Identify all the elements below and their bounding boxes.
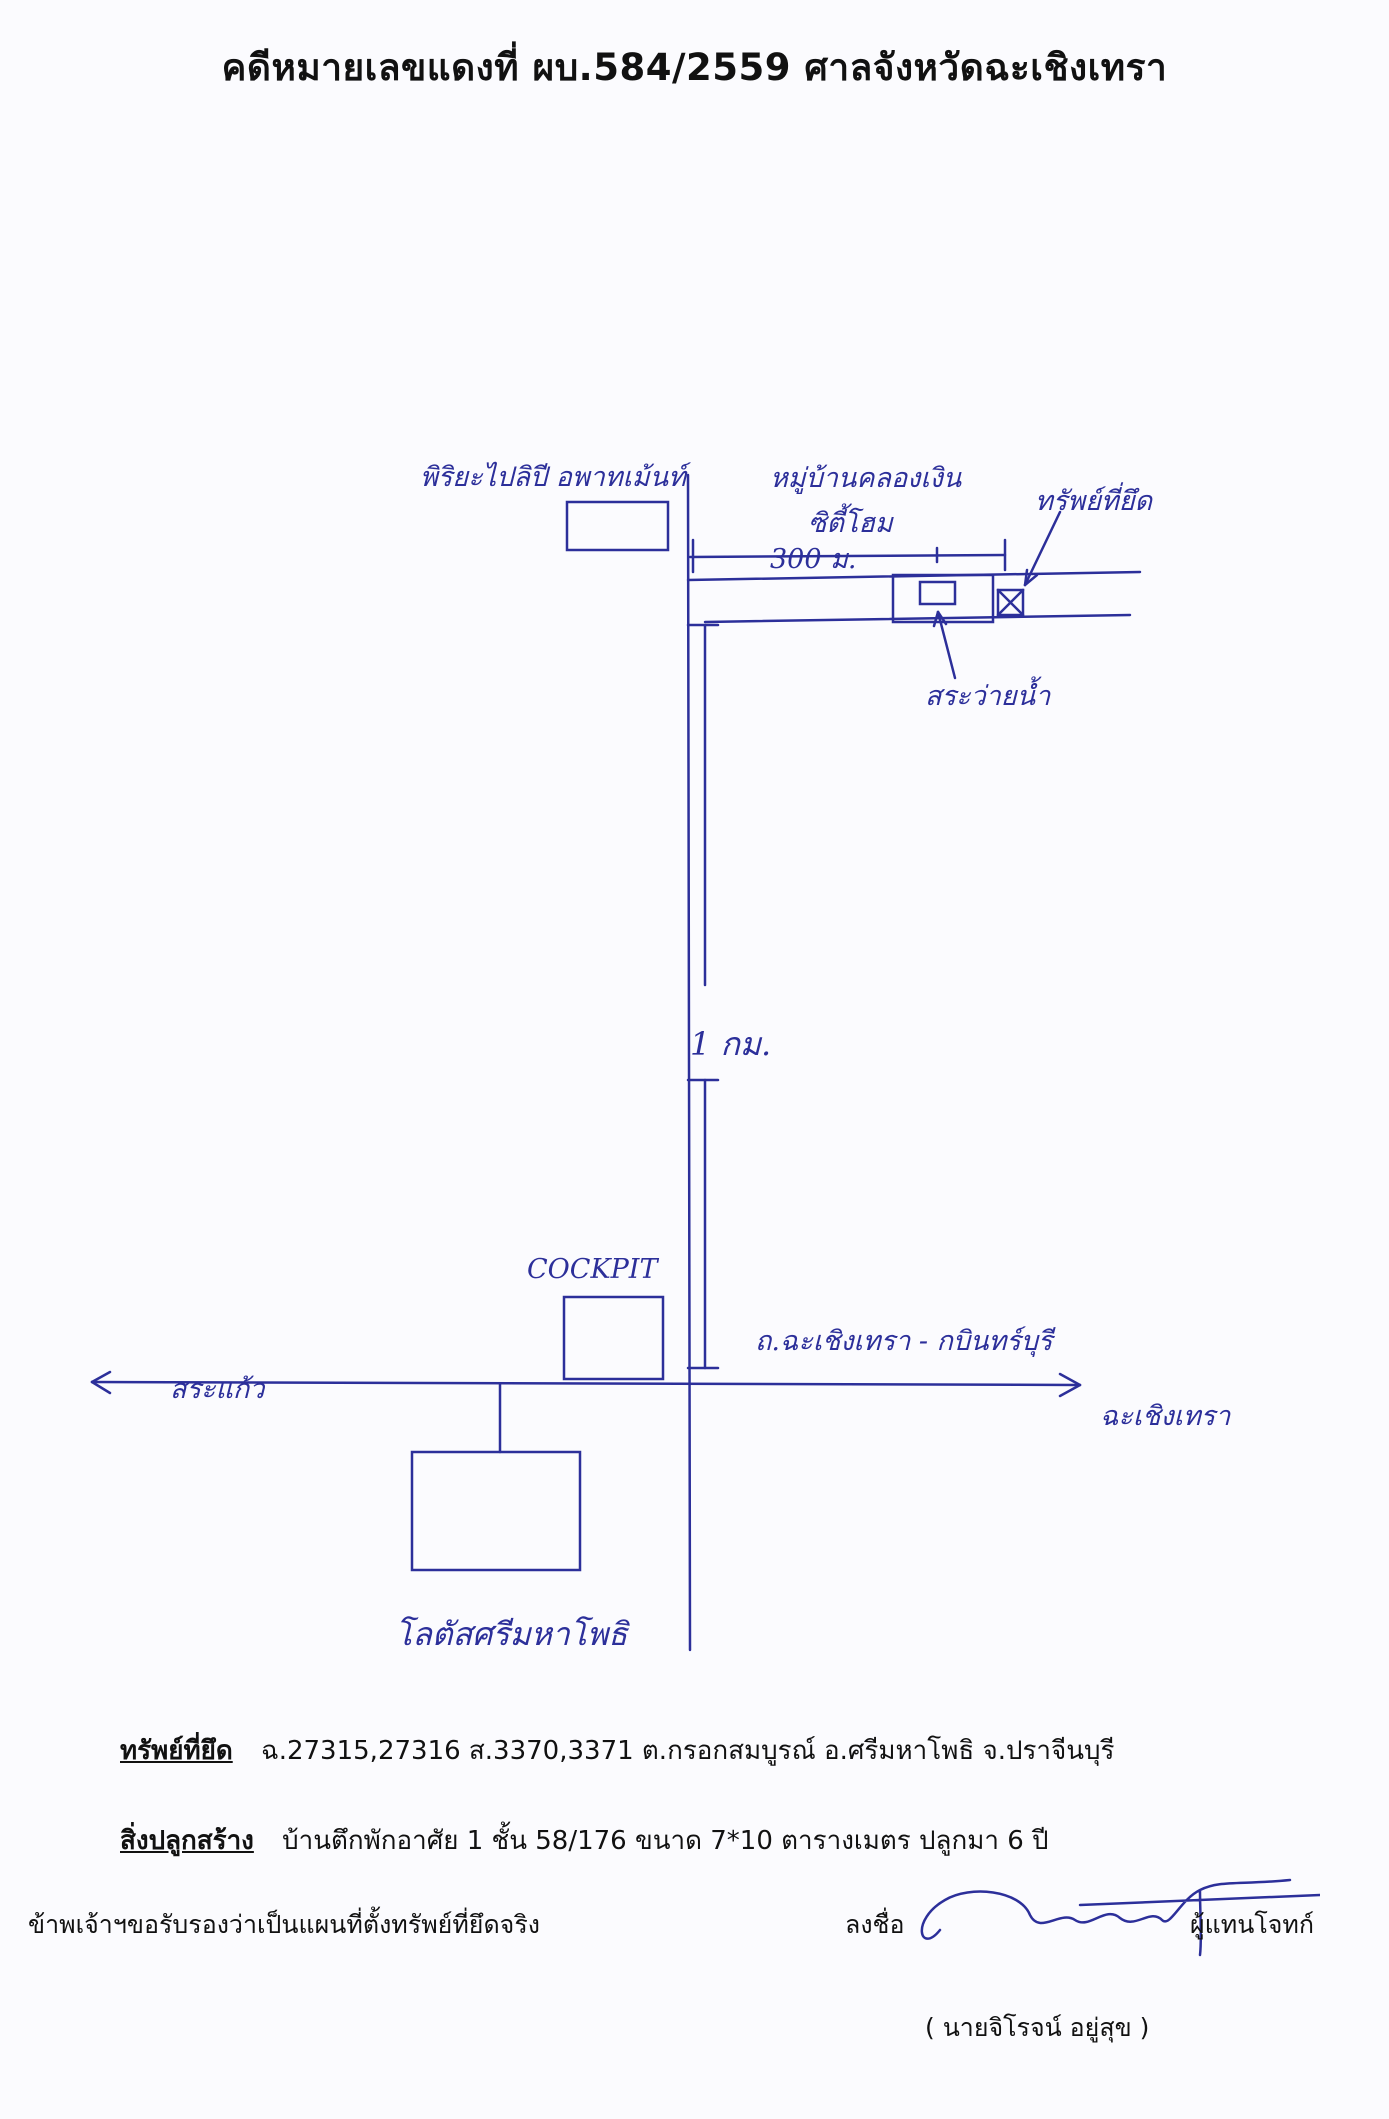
lotus-label: โลตัสศรีมหาโพธิ [395, 1615, 631, 1653]
seized-property-box [996, 588, 1025, 617]
village-sub-label: ซิตี้โฮม [808, 503, 894, 539]
top-left-building-box [565, 500, 670, 552]
west-arrow-head-a [90, 1370, 112, 1384]
seized-property-row: ทรัพย์ที่ยึด ฉ.27315,27316 ส.3370,3371 ต… [120, 1730, 1115, 1771]
handwritten-signature [920, 1878, 1320, 1957]
certification-statement: ข้าพเจ้าฯขอรับรองว่าเป็นแผนที่ตั้งทรัพย์… [28, 1910, 540, 1939]
building-row: สิ่งปลูกสร้าง บ้านตึกพักอาศัย 1 ชั้น 58/… [120, 1820, 1049, 1861]
branch-road-bottom [703, 613, 1132, 624]
seized-property-value: ฉ.27315,27316 ส.3370,3371 ต.กรอกสมบูรณ์ … [261, 1736, 1115, 1766]
signer-role: ผู้แทนโจทก์ [1190, 1910, 1315, 1939]
signer-name: ( นายจิโรจน์ อยู่สุข ) [925, 2013, 1150, 2042]
building-heading: สิ่งปลูกสร้าง [120, 1826, 254, 1856]
main-road-line [686, 473, 692, 1652]
east-arrow-head-a [1058, 1372, 1082, 1387]
seized-pointer-arrow [1023, 510, 1062, 587]
sign-label: ลงชื่อ [845, 1910, 905, 1939]
east-destination-label: ฉะเชิงเทรา [1100, 1401, 1231, 1432]
pond-label: สระว่ายน้ำ [925, 676, 1051, 712]
top-left-building-label: พิริยะไปลิปี อพาทเม้นท์ [420, 461, 692, 493]
document-title: คดีหมายเลขแดงที่ ผบ.584/2559 ศาลจังหวัดฉ… [221, 46, 1168, 89]
west-destination-label: สระแก้ว [170, 1374, 266, 1405]
distance-1km-label: 1 กม. [690, 1025, 771, 1063]
seized-property-label: ทรัพย์ที่ยึด [1035, 482, 1154, 517]
building-value: บ้านตึกพักอาศัย 1 ชั้น 58/176 ขนาด 7*10 … [282, 1826, 1049, 1856]
cockpit-box [562, 1295, 665, 1381]
highway-line [90, 1380, 1082, 1387]
pond-pointer-arrow [936, 610, 957, 680]
road-name-label: ถ.ฉะเชิงเทรา - กบินทร์บุรี [755, 1326, 1056, 1358]
distance-300m-line [688, 553, 1007, 559]
village-label: หมู่บ้านคลองเงิน [770, 463, 963, 495]
distance-300m-label: 300 ม. [770, 544, 857, 575]
seized-property-heading: ทรัพย์ที่ยึด [120, 1736, 233, 1766]
lotus-box [410, 1450, 582, 1572]
village-block [891, 573, 995, 624]
cockpit-label: COCKPIT [527, 1254, 659, 1285]
pond-box [918, 580, 957, 606]
